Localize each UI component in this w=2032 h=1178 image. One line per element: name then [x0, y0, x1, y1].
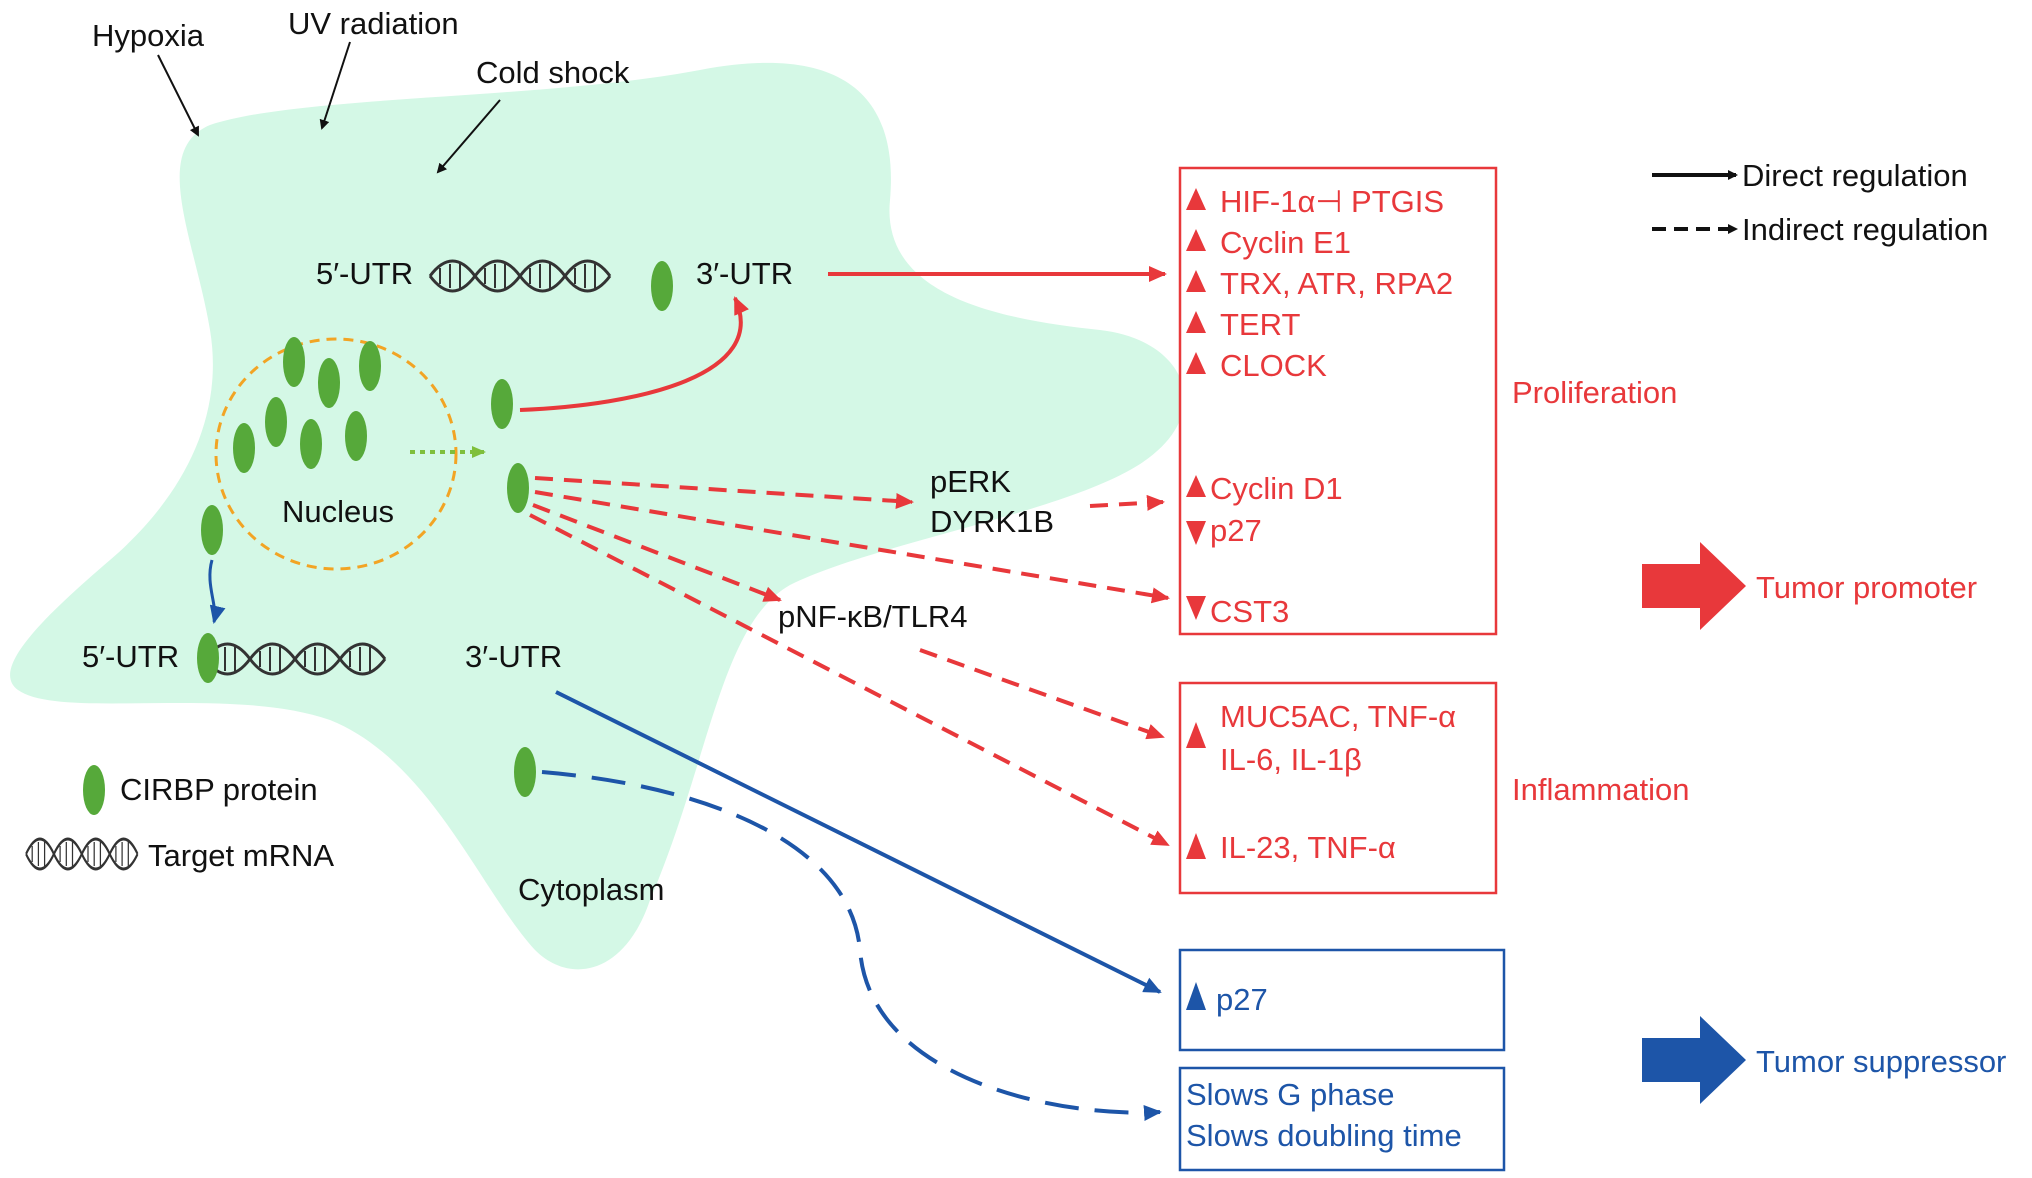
bottom-mrna-3utr: 3′-UTR — [465, 639, 562, 674]
dashed-arrow-to-il23 — [529, 513, 1170, 847]
up-arrow-icon — [1186, 188, 1206, 210]
cytoplasm-label: Cytoplasm — [518, 872, 664, 907]
dashed-arrow-to-cyclin-d1 — [1089, 494, 1165, 511]
top-mrna-5utr: 5′-UTR — [316, 256, 413, 291]
effect-slows-g-phase: Slows G phase — [1186, 1077, 1395, 1112]
target-il6-il1b: IL-6, IL-1β — [1220, 742, 1362, 777]
tumor-promoter-arrow-icon — [1642, 542, 1746, 630]
stimulus-cold-shock: Cold shock — [476, 55, 630, 90]
hypoxia-arrow — [157, 54, 199, 137]
target-cst3: CST3 — [1210, 594, 1289, 629]
cell-cycle-box — [1178, 1066, 1506, 1172]
legend-protein-icon — [83, 765, 105, 815]
protein-binding-bottom — [201, 505, 223, 555]
legend-protein-label: CIRBP protein — [120, 772, 318, 807]
cell-body — [10, 62, 1185, 970]
outcome-tumor-suppressor: Tumor suppressor — [1756, 1044, 2006, 1079]
slows-g-phase-arrow — [541, 770, 1162, 1121]
target-cyclin-e1: Cyclin E1 — [1220, 225, 1351, 260]
nucleus-proteins — [233, 337, 381, 473]
dashed-arrow-to-muc5ac — [919, 648, 1165, 740]
target-tert: TERT — [1220, 307, 1300, 342]
up-arrow-icon — [1186, 722, 1206, 748]
inflammation-box — [1178, 681, 1498, 895]
category-proliferation: Proliferation — [1512, 375, 1677, 410]
mediator-perk: pERK — [930, 464, 1011, 499]
protein-signaling — [507, 463, 529, 513]
proliferation-box — [1178, 166, 1498, 636]
cold-shock-arrow — [436, 99, 501, 174]
stimulus-hypoxia: Hypoxia — [92, 18, 205, 53]
dashed-arrow-to-cst3 — [534, 490, 1170, 604]
bottom-mrna-5utr: 5′-UTR — [82, 639, 179, 674]
stimulus-uv-radiation: UV radiation — [288, 6, 459, 41]
up-arrow-icon — [1186, 982, 1206, 1010]
category-inflammation: Inflammation — [1512, 772, 1689, 807]
legend-mrna-icon — [24, 837, 140, 871]
p27-box — [1178, 948, 1506, 1052]
mediator-dyrk1b: DYRK1B — [930, 504, 1054, 539]
up-arrow-icon — [1186, 833, 1206, 859]
bottom-mrna-bound-protein — [197, 633, 219, 683]
target-p27-up: p27 — [1216, 982, 1268, 1017]
binding-arrow-top — [519, 296, 749, 412]
protein-suppressor — [514, 747, 536, 797]
legend-direct-label: Direct regulation — [1742, 158, 1968, 193]
top-mrna-bound-protein — [651, 261, 673, 311]
up-arrow-icon — [1186, 270, 1206, 292]
binding-arrow-bottom — [208, 559, 226, 624]
top-mrna-3utr: 3′-UTR — [696, 256, 793, 291]
uv-arrow — [319, 41, 351, 130]
down-arrow-icon — [1186, 521, 1206, 545]
up-arrow-icon — [1186, 229, 1206, 251]
p27-direct-arrow — [555, 690, 1162, 994]
protein-binding-top — [491, 379, 513, 429]
target-il23-tnfa: IL-23, TNF-α — [1220, 830, 1396, 865]
nucleus-outline — [214, 337, 458, 571]
legend-mrna-label: Target mRNA — [148, 838, 334, 873]
nucleus-label: Nucleus — [282, 494, 394, 529]
outcome-tumor-promoter: Tumor promoter — [1756, 570, 1977, 605]
target-p27-down: p27 — [1210, 513, 1262, 548]
up-arrow-icon — [1186, 311, 1206, 333]
target-clock: CLOCK — [1220, 348, 1327, 383]
up-arrow-icon — [1186, 475, 1206, 497]
target-trx-atr-rpa2: TRX, ATR, RPA2 — [1220, 266, 1453, 301]
target-muc5ac-tnfa: MUC5AC, TNF-α — [1220, 699, 1456, 734]
target-cyclin-d1: Cyclin D1 — [1210, 471, 1343, 506]
dashed-arrow-to-perk — [534, 476, 914, 509]
legend-indirect-label: Indirect regulation — [1742, 212, 1988, 247]
dashed-arrow-to-pnfkb — [532, 503, 782, 602]
target-hif1a-ptgis: HIF-1α⊣ PTGIS — [1220, 184, 1444, 219]
down-arrow-icon — [1186, 596, 1206, 620]
tumor-suppressor-arrow-icon — [1642, 1016, 1746, 1104]
up-arrow-icon — [1186, 352, 1206, 374]
mediator-pnfkb-tlr4: pNF-κB/TLR4 — [778, 599, 967, 634]
effect-slows-doubling-time: Slows doubling time — [1186, 1118, 1462, 1153]
